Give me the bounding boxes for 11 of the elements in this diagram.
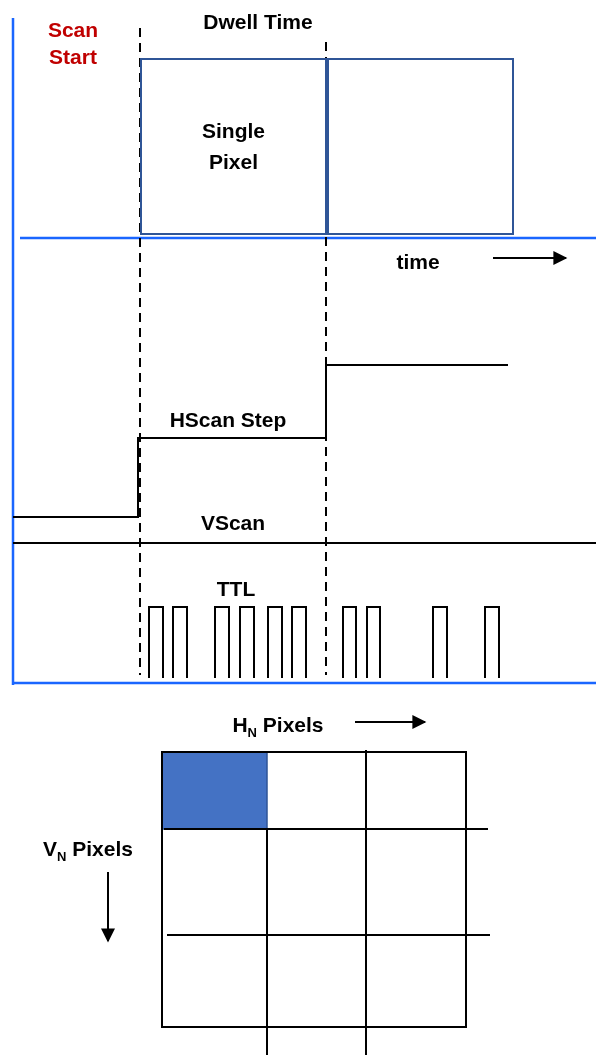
scan-start-label: Scan Start [46,17,100,71]
axis-label: H$_{N}$ Pixels [232,712,324,743]
waveform-label: VScan [200,510,266,536]
axis-label: time [396,249,440,275]
waveform-label: HScan Step [169,407,287,433]
pixel-dwell-box [140,58,327,235]
signal-box [327,58,514,235]
pixel-label: Single Pixel [201,118,266,175]
dwell-time-label: Dwell Time [203,9,313,35]
waveform-label: TTL [216,576,256,602]
axis-label: V$_{N}$ Pixels [43,836,133,867]
